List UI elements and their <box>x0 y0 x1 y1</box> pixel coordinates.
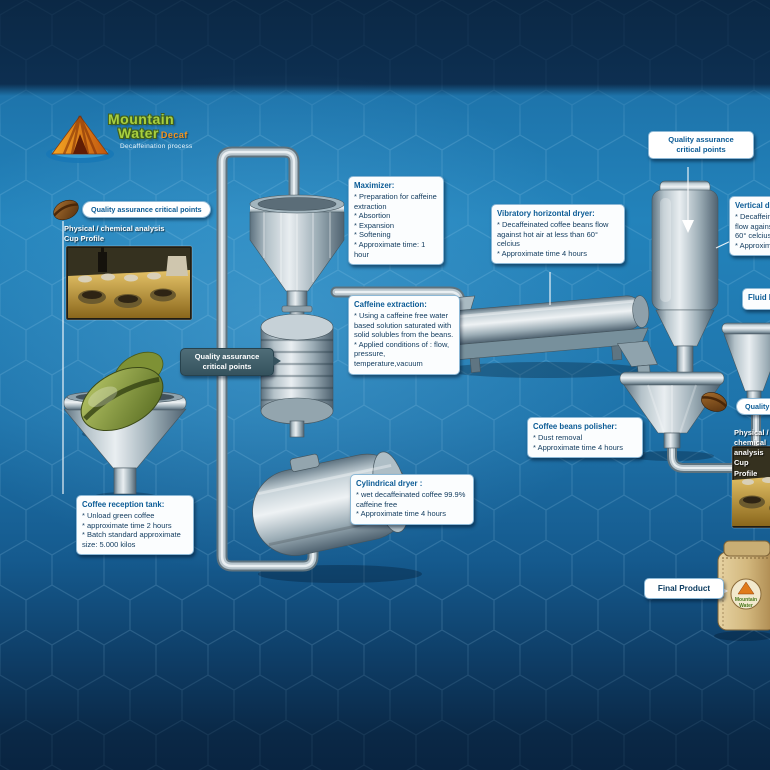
qa-top-right-line1: Quality assurance <box>668 135 734 144</box>
polisher-machine <box>619 371 725 449</box>
callout-vertical-title: Vertical dryer: <box>735 201 770 210</box>
qa-mid-pointer-icon <box>273 356 281 366</box>
qa-left-analysis-line2: Cup Profile <box>64 234 105 244</box>
callout-line: * Expansion <box>354 220 395 230</box>
callout-line: * approximate time 2 hours <box>82 520 172 530</box>
final-product-label: Final Product <box>644 578 724 599</box>
logo-word-decaf: Decaf <box>160 130 188 141</box>
fluid-bed-machine <box>721 322 770 410</box>
callout-line: * Dust removal <box>533 432 583 442</box>
callout-line: * Using a caffeine free water based solu… <box>354 310 454 340</box>
callout-fluid-bed-title: Fluid bed dryer: <box>748 293 770 302</box>
qa-top-right-box: Quality assurance critical points <box>648 131 754 159</box>
callout-line: * Softening <box>354 230 391 240</box>
qa-arrow-down-icon <box>682 220 694 233</box>
callout-line: * Batch standard approximate size: 5.000… <box>82 530 181 549</box>
qa-top-right-line2: critical points <box>676 144 726 154</box>
qa-mid-line1: Quality assurance <box>194 352 260 361</box>
callout-line: * Decaffeinated coffee beans flow agains… <box>735 211 770 241</box>
qa-left-analysis: Physical / chemical analysis Cup Profile <box>64 224 164 244</box>
callout-cylindrical: Cylindrical dryer : * wet decaffeinated … <box>350 474 474 525</box>
callout-line: * Absortion <box>354 211 391 221</box>
callout-line: * wet decaffeinated coffee 99.9% caffein… <box>356 489 466 509</box>
callout-polisher: Coffee beans polisher: * Dust removal * … <box>527 417 643 459</box>
callout-line: * Approximate time: 1 hour <box>354 239 426 259</box>
bag-label-line1: Mountain <box>735 597 757 603</box>
qa-bottom-right-analysis-line1: Physical / chemical analysis <box>734 428 769 458</box>
qa-bottom-right-analysis: Physical / chemical analysis Cup Profile <box>734 428 770 479</box>
callout-vibratory-title: Vibratory horizontal dryer: <box>497 209 595 218</box>
bag-label-line2: Water <box>739 603 753 609</box>
qa-left-label: Quality assurance critical points <box>82 201 211 218</box>
logo-word-water-text: Water <box>118 125 159 142</box>
final-product-bag: Mountain Water <box>717 540 770 631</box>
callout-maximizer: Maximizer: * Preparation for caffeine ex… <box>348 176 444 266</box>
maximizer-machine <box>249 194 345 313</box>
qa-left-analysis-line1: Physical / chemical analysis <box>64 224 165 233</box>
callout-line: * Decaffeinated coffee beans flow agains… <box>497 219 609 249</box>
qa-bottom-right-label: Quality assurance critical points <box>736 398 770 415</box>
callout-vertical-dryer: Vertical dryer: * Decaffeinated coffee b… <box>729 196 770 257</box>
callout-line: * Approximate time 4 hours <box>356 509 447 519</box>
green-coffee-bean <box>80 351 164 432</box>
callout-vibratory: Vibratory horizontal dryer: * Decaffeina… <box>491 204 625 265</box>
callout-polisher-title: Coffee beans polisher: <box>533 422 618 431</box>
logo-word-mountain: Mountain <box>108 111 175 127</box>
callout-extraction-title: Caffeine extraction: <box>354 300 427 309</box>
callout-line: * Approximate time 4 hours <box>497 248 588 258</box>
callout-line: * Approximate time 4 hours <box>533 442 624 452</box>
logo-subtitle: Decaffeination process <box>120 142 193 150</box>
vertical-dryer-machine <box>651 180 719 377</box>
qa-bottom-right-analysis-line2: Cup Profile <box>734 458 758 478</box>
callout-line: * Unload green coffee <box>82 510 155 520</box>
callout-reception-title: Coffee reception tank: <box>82 500 165 509</box>
callout-extraction: Caffeine extraction: * Using a caffeine … <box>348 295 460 375</box>
callout-line: * Preparation for caffeine extraction <box>354 191 437 211</box>
callout-maximizer-title: Maximizer: <box>354 181 395 190</box>
callout-line: * Approximate time 4 hours <box>735 240 770 250</box>
qa-mid-line2: critical points <box>202 361 252 371</box>
coffee-bean-icon-right <box>701 392 728 412</box>
vibratory-dryer-machine <box>445 295 658 377</box>
qa-mid-badge: Quality assurance critical points <box>180 348 274 376</box>
logo-tent-icon <box>46 115 114 163</box>
coffee-bean-icon-left <box>53 199 79 221</box>
callout-cylindrical-title: Cylindrical dryer : <box>356 479 423 488</box>
callout-line: * Applied conditions of : flow, pressure… <box>354 339 450 368</box>
cupping-photo-left <box>65 245 193 321</box>
callout-reception: Coffee reception tank: * Unload green co… <box>76 495 194 556</box>
callout-fluid-bed: Fluid bed dryer: <box>742 288 770 310</box>
